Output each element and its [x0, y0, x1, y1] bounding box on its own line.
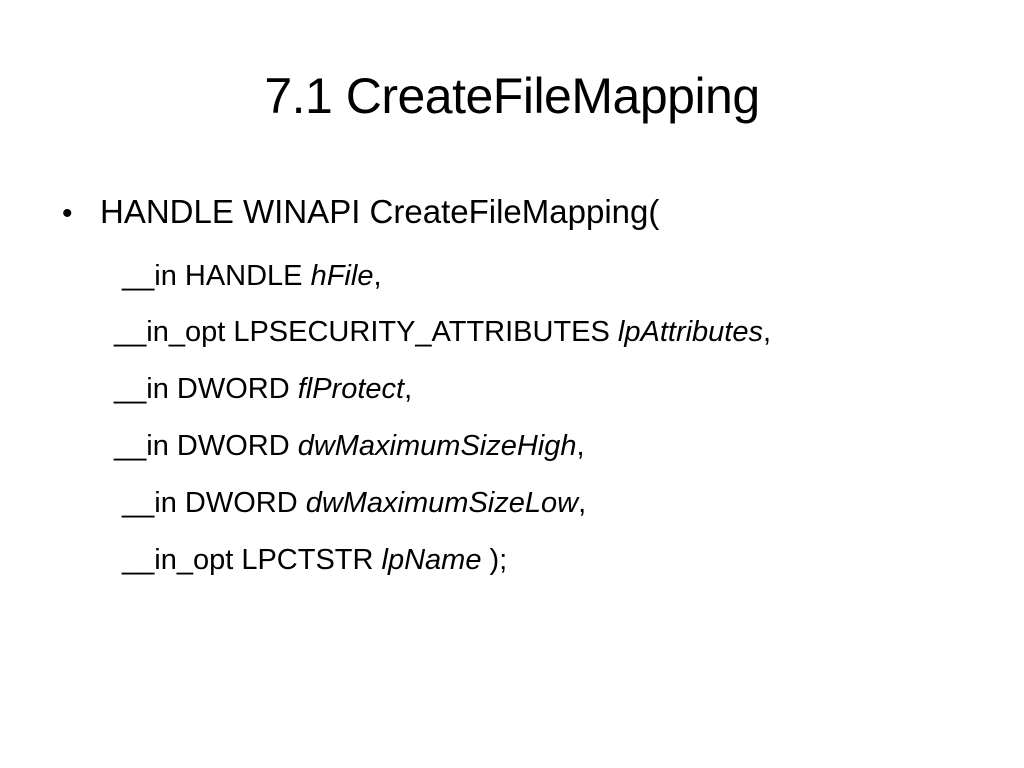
bullet-item: • HANDLE WINAPI CreateFileMapping(: [62, 188, 659, 238]
param-suffix: ,: [404, 373, 413, 405]
param-name: flProtect: [297, 373, 405, 405]
param-type: __in_opt LPSECURITY_ATTRIBUTES: [114, 316, 618, 348]
param-type: __in DWORD: [114, 373, 298, 405]
param-type: __in DWORD: [122, 487, 306, 519]
param-suffix: ,: [576, 430, 585, 462]
param-type: __in_opt LPCTSTR: [122, 544, 382, 576]
slide-title: 7.1 CreateFileMapping: [264, 68, 760, 124]
param-name: lpAttributes: [617, 316, 763, 348]
param-line-lpname: __in_opt LPCTSTR lpName );: [122, 540, 507, 580]
param-suffix: ,: [578, 487, 587, 519]
param-line-hfile: __in HANDLE hFile,: [122, 256, 382, 296]
param-line-flprotect: __in DWORD flProtect,: [114, 369, 412, 409]
param-line-dwmaximumsizehigh: __in DWORD dwMaximumSizeHigh,: [114, 426, 585, 466]
param-name: dwMaximumSizeHigh: [297, 430, 577, 462]
param-line-lpattributes: __in_opt LPSECURITY_ATTRIBUTES lpAttribu…: [114, 312, 771, 352]
param-name: dwMaximumSizeLow: [305, 487, 579, 519]
param-type: __in HANDLE: [122, 260, 311, 292]
function-signature: HANDLE WINAPI CreateFileMapping(: [100, 193, 660, 230]
param-line-dwmaximumsizelow: __in DWORD dwMaximumSizeLow,: [122, 483, 586, 523]
param-suffix: );: [481, 544, 508, 576]
param-name: hFile: [310, 260, 374, 292]
bullet-icon: •: [62, 197, 73, 230]
param-suffix: ,: [763, 316, 772, 348]
param-type: __in DWORD: [114, 430, 298, 462]
param-suffix: ,: [373, 260, 382, 292]
param-name: lpName: [381, 544, 482, 576]
